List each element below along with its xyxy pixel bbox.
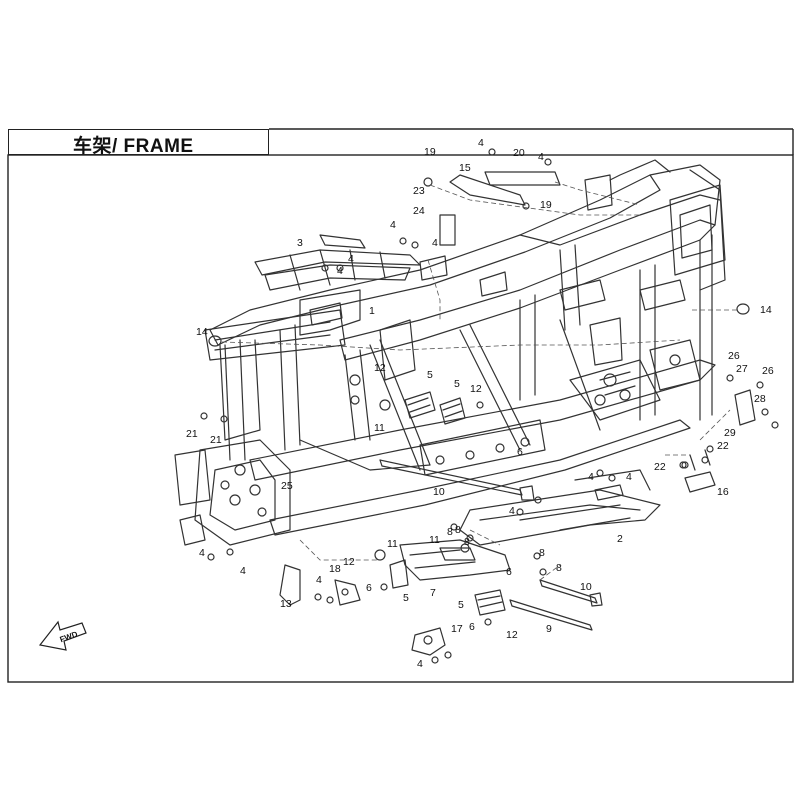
callout-12: 12 xyxy=(470,383,482,395)
frame-main-body xyxy=(174,159,726,546)
callout-9: 9 xyxy=(546,623,552,635)
part-bracket-17 xyxy=(411,627,446,656)
fasteners xyxy=(200,148,714,664)
callout-6: 6 xyxy=(366,582,372,594)
part-grommet-14 xyxy=(208,303,750,347)
callout-11: 11 xyxy=(374,422,385,434)
callout-8: 8 xyxy=(455,524,461,536)
callout-5: 5 xyxy=(427,369,433,381)
callout-4: 4 xyxy=(337,265,343,277)
callout-4: 4 xyxy=(348,253,354,265)
callout-24: 24 xyxy=(413,205,425,217)
callout-4: 4 xyxy=(432,237,438,249)
part-hitch-16 xyxy=(681,449,716,493)
callout-4: 4 xyxy=(316,574,322,586)
callout-13: 13 xyxy=(280,598,292,610)
callout-6: 6 xyxy=(517,446,523,458)
callout-27: 27 xyxy=(736,363,748,375)
callout-20: 20 xyxy=(513,147,525,159)
callout-15: 15 xyxy=(459,162,471,174)
part-rear-bracket-20 xyxy=(439,171,561,246)
callout-8: 8 xyxy=(539,547,545,559)
callout-5: 5 xyxy=(454,378,460,390)
callout-22: 22 xyxy=(654,461,666,473)
drawing-border xyxy=(7,154,794,683)
callout-19: 19 xyxy=(424,146,436,158)
callout-11: 11 xyxy=(429,534,440,546)
part-bracket-27-28 xyxy=(726,374,779,429)
callout-4: 4 xyxy=(240,565,246,577)
callout-5: 5 xyxy=(458,599,464,611)
callout-6: 6 xyxy=(469,621,475,633)
fwd-arrow: FWD xyxy=(38,620,87,651)
callout-14: 14 xyxy=(196,326,208,338)
callout-3: 3 xyxy=(297,237,303,249)
callout-12: 12 xyxy=(374,362,386,374)
callout-7: 7 xyxy=(430,587,436,599)
callout-4: 4 xyxy=(588,471,594,483)
page-title: 车架/ FRAME xyxy=(73,136,194,157)
callout-26: 26 xyxy=(762,365,774,377)
callout-1: 1 xyxy=(369,305,375,317)
callout-4: 4 xyxy=(626,471,632,483)
callout-29: 29 xyxy=(724,427,736,439)
callout-4: 4 xyxy=(417,658,423,670)
callout-18: 18 xyxy=(329,563,341,575)
leader-lines xyxy=(221,181,737,581)
callout-4: 4 xyxy=(199,547,205,559)
callout-17: 17 xyxy=(451,623,463,635)
callout-8: 8 xyxy=(464,536,470,548)
part-engine-mount-5 xyxy=(379,391,484,425)
callout-23: 23 xyxy=(413,185,425,197)
callout-10: 10 xyxy=(580,581,592,593)
callout-14: 14 xyxy=(760,304,772,316)
callout-5: 5 xyxy=(403,592,409,604)
part-lower-mount-7 xyxy=(374,539,511,616)
callout-21: 21 xyxy=(186,428,198,440)
callout-8: 8 xyxy=(556,562,562,574)
part-long-bolt-10 xyxy=(379,459,535,501)
callout-28: 28 xyxy=(754,393,766,405)
callout-16: 16 xyxy=(717,486,729,498)
part-bracket-13 xyxy=(279,564,361,606)
callout-4: 4 xyxy=(538,151,544,163)
callout-12: 12 xyxy=(506,629,518,641)
part-front-rack xyxy=(254,234,421,291)
callout-22: 22 xyxy=(717,440,729,452)
callout-10: 10 xyxy=(433,486,445,498)
callout-11: 11 xyxy=(387,538,398,550)
callout-2: 2 xyxy=(617,533,623,545)
callout-12: 12 xyxy=(343,556,355,568)
callout-4: 4 xyxy=(478,137,484,149)
callout-4: 4 xyxy=(390,219,396,231)
callout-26: 26 xyxy=(728,350,740,362)
callout-25: 25 xyxy=(281,480,293,492)
callout-6: 6 xyxy=(506,566,512,578)
callout-21: 21 xyxy=(210,434,222,446)
title-box: 车架/ FRAME xyxy=(8,129,269,157)
part-footrest-2 xyxy=(459,469,661,546)
part-long-bolt-9 xyxy=(509,579,603,631)
callout-19: 19 xyxy=(540,199,552,211)
callout-labels: 1 2 3 4 4 4 4 4 4 4 4 4 4 4 4 4 5 5 5 5 … xyxy=(186,137,774,670)
callout-4: 4 xyxy=(509,505,515,517)
callout-8: 8 xyxy=(447,526,453,538)
